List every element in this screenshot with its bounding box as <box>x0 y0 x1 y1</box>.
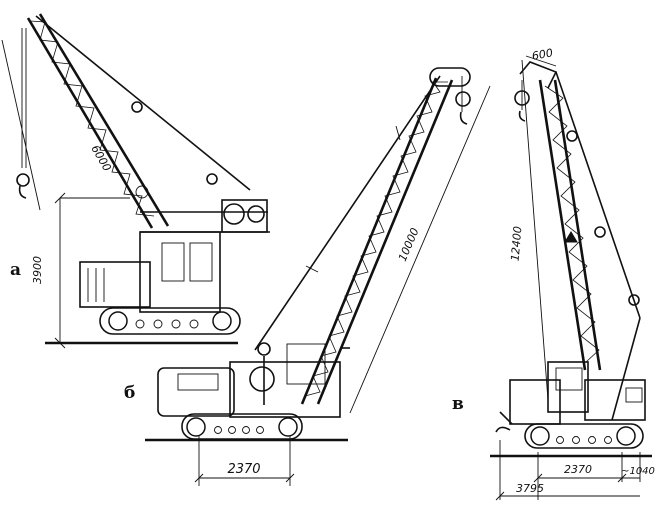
track-width-b: 2370 <box>227 462 260 477</box>
engine-hood-v <box>509 379 561 425</box>
cab-v <box>547 361 589 413</box>
crane-v: 600 12400 2370 ~1040 3795 в <box>452 46 655 501</box>
hook-icon-a <box>18 185 27 199</box>
panel-label-a: а <box>10 260 21 280</box>
height-label-a: 3900 <box>31 256 44 284</box>
jib-dimension-v <box>525 55 557 67</box>
pendant-v <box>555 71 641 319</box>
pendant-b <box>254 75 441 351</box>
hook-icon-b <box>459 111 468 125</box>
crane-b: 10000 2370 б <box>124 67 491 486</box>
engine-hood-a <box>79 261 151 308</box>
track-a <box>99 307 241 335</box>
boom-dimension-b <box>349 85 491 414</box>
boom-dimension-v <box>521 59 549 401</box>
cab-a <box>139 231 221 313</box>
pendant-a <box>35 15 251 191</box>
boom-b <box>300 77 438 405</box>
panel-label-b: б <box>124 383 135 403</box>
hook-icon-v <box>518 110 526 122</box>
boom-length-b: 10000 <box>396 226 422 263</box>
track-v <box>524 423 644 449</box>
engine-hood-b <box>157 367 235 417</box>
track-width-v: 2370 <box>564 463 592 476</box>
hook-icon-v-front <box>495 426 511 433</box>
crane-a: 6000 3900 а <box>1 13 270 349</box>
boom-length-v: 12400 <box>509 226 525 262</box>
panel-label-v: в <box>452 394 464 414</box>
track-b <box>181 413 303 440</box>
jib-head-v: 600 <box>531 46 554 62</box>
boom-a <box>26 17 154 229</box>
cab-b <box>229 361 341 418</box>
overhang-v: ~1040 <box>621 466 655 477</box>
boom-v <box>538 79 587 371</box>
overall-width-v: 3795 <box>516 482 544 495</box>
winch-a <box>221 199 268 233</box>
